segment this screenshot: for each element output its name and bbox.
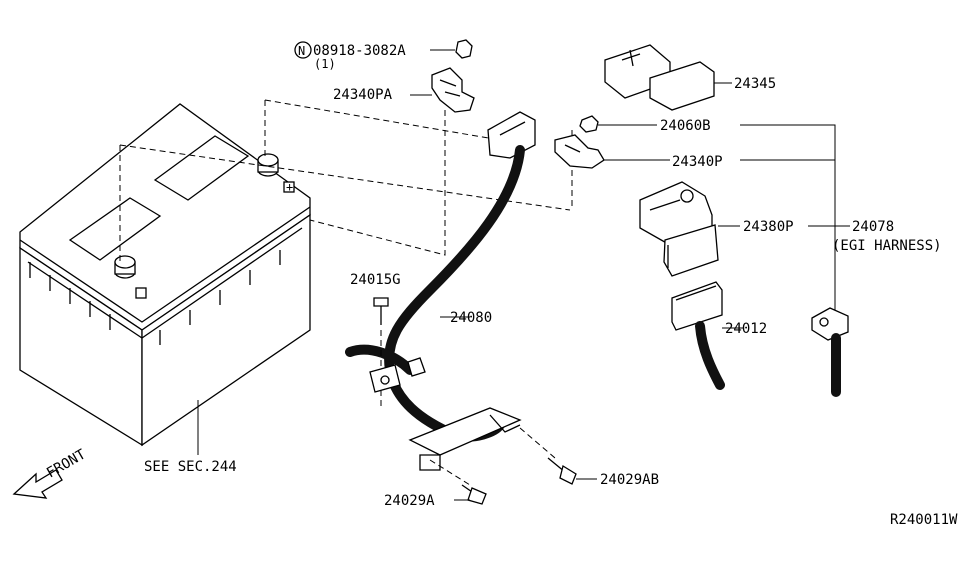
terminal-icon (554, 134, 605, 169)
bolt-ab-label: 24029AB (600, 472, 659, 488)
egi-harness-number: 24078 (852, 219, 894, 235)
diagram-id: R240011W (890, 512, 958, 528)
bolt-g-icon (373, 297, 389, 325)
nut-b-icon (579, 115, 599, 133)
nut-qty-label: (1) (314, 57, 336, 71)
pos-terminal-a-label: 24340PA (333, 87, 393, 103)
nut-prefix-icon: N (298, 44, 305, 58)
pos-terminal-label: 24340P (672, 154, 723, 170)
egi-harness-name: (EGI HARNESS) (832, 238, 942, 254)
fuse-block-label: 24380P (743, 219, 794, 235)
front-label: FRONT (44, 446, 89, 481)
connector-label: 24012 (725, 321, 767, 337)
ground-bracket-icon (369, 357, 426, 393)
lower-bracket-icon (408, 407, 522, 471)
cover-icon (604, 44, 715, 111)
bolt-g-label: 24015G (350, 272, 401, 288)
fuse-block-icon (639, 181, 719, 277)
see-sec-label: SEE SEC.244 (144, 459, 237, 475)
nut-part-label: 08918-3082A (313, 43, 406, 59)
terminal-a-icon (431, 67, 475, 113)
cover-label: 24345 (734, 76, 776, 92)
bolt-ab-icon (547, 457, 577, 485)
battery: + (19, 103, 311, 447)
nut-b-label: 24060B (660, 118, 711, 134)
cable-label: 24080 (450, 310, 492, 326)
connector-icon (671, 281, 723, 331)
nut-icon (455, 39, 473, 59)
bolt-a-label: 24029A (384, 493, 435, 509)
cable-bracket-icon (487, 111, 536, 159)
bolt-a-icon (461, 484, 487, 505)
front-arrow: FRONT (12, 446, 89, 499)
battery-plus-mark: + (286, 180, 293, 194)
egi-terminal-icon (811, 307, 849, 341)
cable-24080 (384, 145, 525, 442)
